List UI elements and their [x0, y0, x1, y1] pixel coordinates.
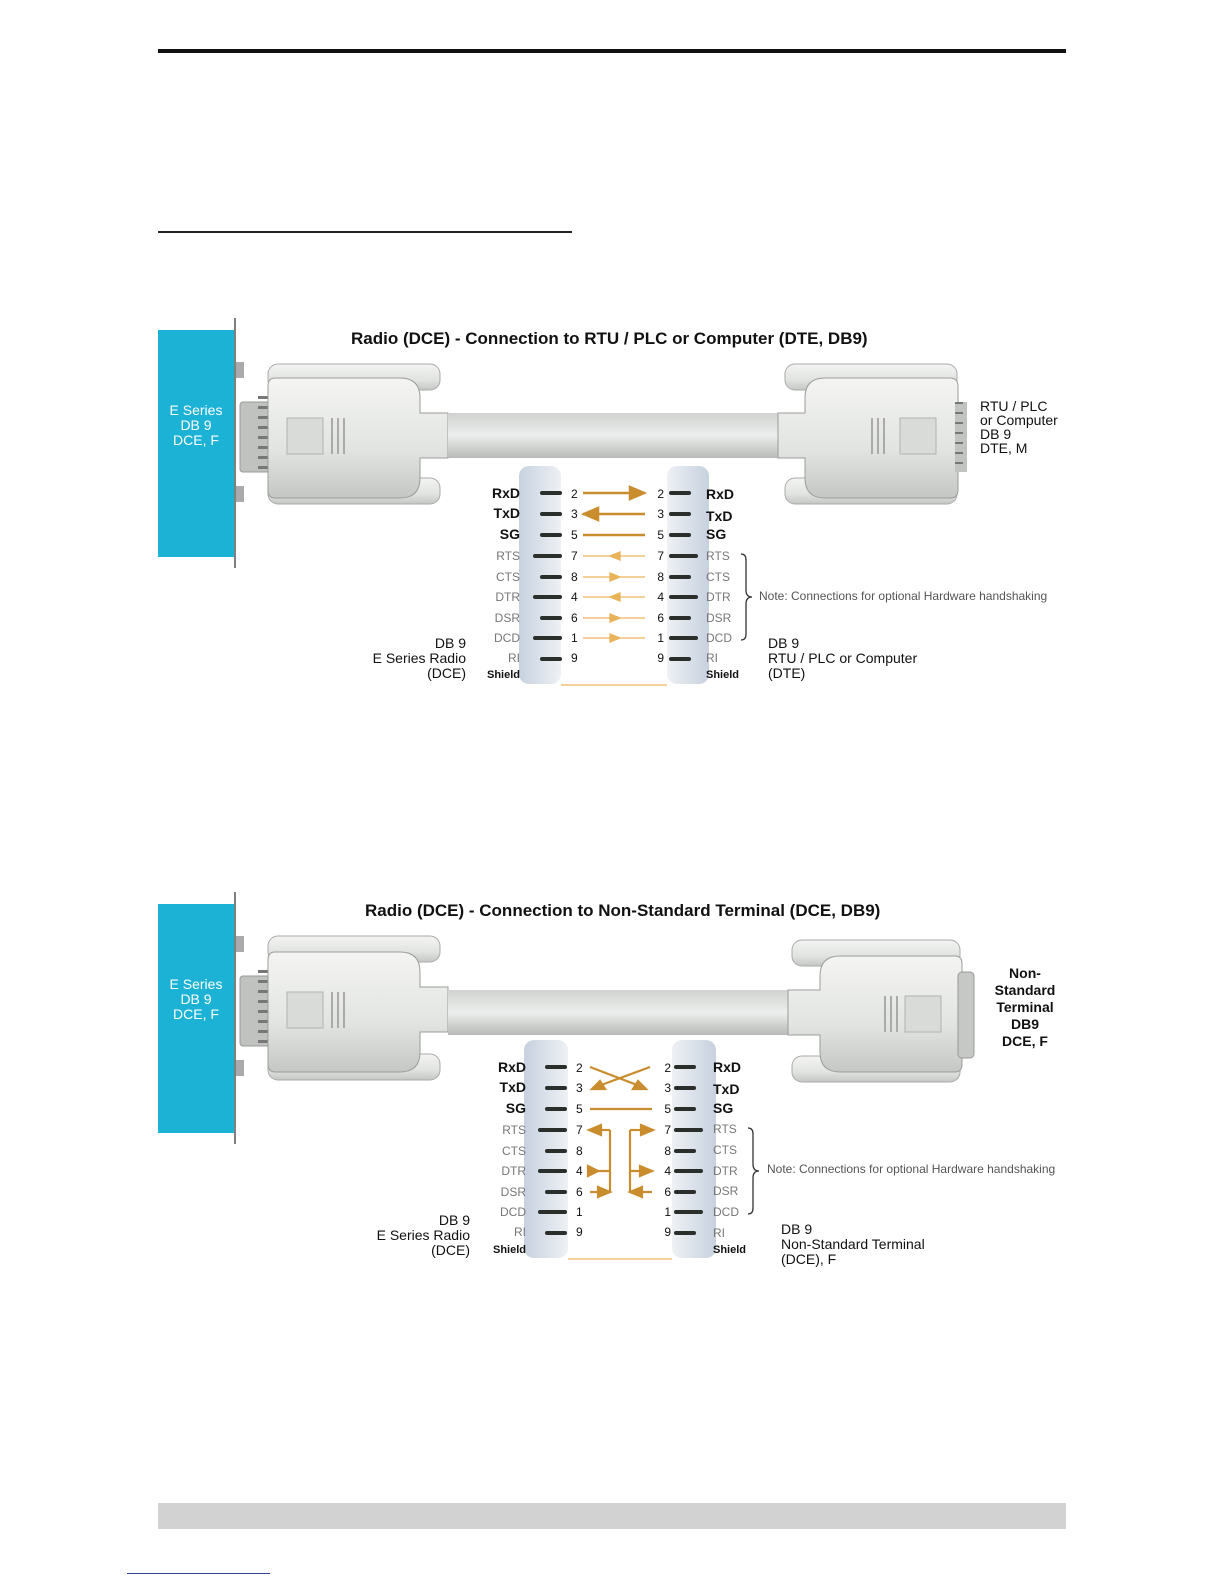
- signal-label: SG: [505, 1100, 526, 1116]
- wiring-diagram-dte: E Series DB 9 DCE, F Radio (DCE) - Conne…: [0, 318, 1225, 718]
- panel-label: E Series DB 9 DCE, F: [169, 402, 223, 448]
- pin-number: 1: [657, 631, 664, 645]
- pin-number: 2: [576, 1061, 583, 1075]
- pin-number: 5: [576, 1102, 583, 1116]
- pin-number: 8: [571, 570, 578, 584]
- signal-label: DSR: [500, 1185, 526, 1199]
- signal-label: RI: [706, 651, 718, 665]
- signal-label: DTR: [501, 1164, 526, 1178]
- pin-number: 3: [571, 507, 578, 521]
- signal-label: CTS: [502, 1144, 526, 1158]
- pin-number: 6: [657, 611, 664, 625]
- pin-number: 9: [664, 1225, 671, 1239]
- pin-number: 4: [664, 1164, 671, 1178]
- signal-label: Shield: [492, 1244, 526, 1256]
- signal-label: RTS: [706, 549, 730, 563]
- signal-label: CTS: [706, 570, 730, 584]
- radio-panel: [158, 904, 234, 1133]
- signal-label: DSR: [713, 1184, 739, 1198]
- diagram-title: Radio (DCE) - Connection to RTU / PLC or…: [351, 329, 868, 348]
- signal-label: RTS: [496, 549, 520, 563]
- footer-bar: [158, 1503, 1066, 1529]
- pin-number: 7: [657, 549, 664, 563]
- pin-number: 1: [576, 1205, 583, 1219]
- right-end-label: DB 9 Non-Standard Terminal (DCE), F: [781, 1221, 925, 1267]
- signal-label: RI: [713, 1226, 725, 1240]
- signal-label: SG: [706, 526, 727, 542]
- signal-label: TxD: [713, 1081, 740, 1097]
- right-end-label: DB 9 RTU / PLC or Computer (DTE): [768, 635, 918, 681]
- pin-number: 2: [664, 1061, 671, 1075]
- pin-number: 2: [571, 487, 578, 501]
- radio-panel: [158, 330, 234, 557]
- signal-label: DCD: [500, 1205, 526, 1219]
- left-end-label: DB 9 E Series Radio (DCE): [372, 635, 466, 681]
- pin-number: 6: [571, 611, 578, 625]
- diagram-title: Radio (DCE) - Connection to Non-Standard…: [365, 901, 881, 920]
- handshake-note: Note: Connections for optional Hardware …: [759, 589, 1048, 603]
- panel-label: E Series DB 9 DCE, F: [169, 976, 223, 1022]
- signal-label: DCD: [494, 631, 520, 645]
- signal-label: TxD: [493, 505, 520, 521]
- header-rule: [158, 49, 1066, 53]
- pin-number: 3: [576, 1081, 583, 1095]
- signal-label: RI: [514, 1225, 526, 1239]
- pin-number: 8: [664, 1144, 671, 1158]
- diagram-graphic: [158, 318, 967, 686]
- left-end-label: DB 9 E Series Radio (DCE): [376, 1212, 470, 1258]
- signal-label: DCD: [706, 631, 732, 645]
- diagram-graphic: [158, 892, 975, 1260]
- pin-number: 9: [571, 651, 578, 665]
- signal-label: DSR: [706, 611, 732, 625]
- signal-label: RI: [508, 651, 520, 665]
- wiring-diagram-non-standard: E Series DB 9 DCE, F Radio (DCE) - Conne…: [0, 892, 1225, 1292]
- signal-label: RTS: [713, 1122, 737, 1136]
- signal-label: RxD: [497, 1059, 526, 1075]
- signal-label: TxD: [499, 1079, 526, 1095]
- signal-label: DTR: [706, 590, 731, 604]
- pin-number: 7: [576, 1123, 583, 1137]
- signal-label: SG: [499, 526, 520, 542]
- pin-number: 6: [576, 1185, 583, 1199]
- footer-link-underline: [127, 1573, 270, 1574]
- handshake-note: Note: Connections for optional Hardware …: [767, 1162, 1056, 1176]
- signal-label: Shield: [713, 1244, 747, 1256]
- pin-number: 6: [664, 1185, 671, 1199]
- signal-label: Shield: [486, 669, 520, 681]
- right-device-label: RTU / PLC or Computer DB 9 DTE, M: [980, 398, 1058, 456]
- signal-label: DTR: [495, 590, 520, 604]
- pin-number: 4: [571, 590, 578, 604]
- pin-number: 4: [576, 1164, 583, 1178]
- pin-number: 5: [664, 1102, 671, 1116]
- signal-label: DSR: [494, 611, 520, 625]
- signal-label: RTS: [502, 1123, 526, 1137]
- pin-number: 5: [657, 528, 664, 542]
- pin-number: 9: [657, 651, 664, 665]
- pin-number: 5: [571, 528, 578, 542]
- signal-label: CTS: [496, 570, 520, 584]
- signal-label: CTS: [713, 1143, 737, 1157]
- pin-number: 7: [664, 1123, 671, 1137]
- signal-label: DCD: [713, 1205, 739, 1219]
- pin-number: 7: [571, 549, 578, 563]
- pin-number: 3: [657, 507, 664, 521]
- right-device-label: Non- Standard Terminal DB9 DCE, F: [994, 965, 1056, 1049]
- signal-label: RxD: [491, 485, 520, 501]
- pin-number: 8: [657, 570, 664, 584]
- pin-number: 8: [576, 1144, 583, 1158]
- signal-label: SG: [713, 1100, 734, 1116]
- pin-number: 1: [664, 1205, 671, 1219]
- signal-label: TxD: [706, 508, 733, 524]
- pin-number: 9: [576, 1225, 583, 1239]
- pin-number: 3: [664, 1081, 671, 1095]
- signal-label: RxD: [713, 1059, 742, 1075]
- signal-label: Shield: [706, 669, 740, 681]
- pin-number: 1: [571, 631, 578, 645]
- signal-label: DTR: [713, 1164, 738, 1178]
- signal-label: RxD: [706, 486, 735, 502]
- pin-number: 2: [657, 487, 664, 501]
- section-heading-rule: [158, 231, 572, 233]
- pin-number: 4: [657, 590, 664, 604]
